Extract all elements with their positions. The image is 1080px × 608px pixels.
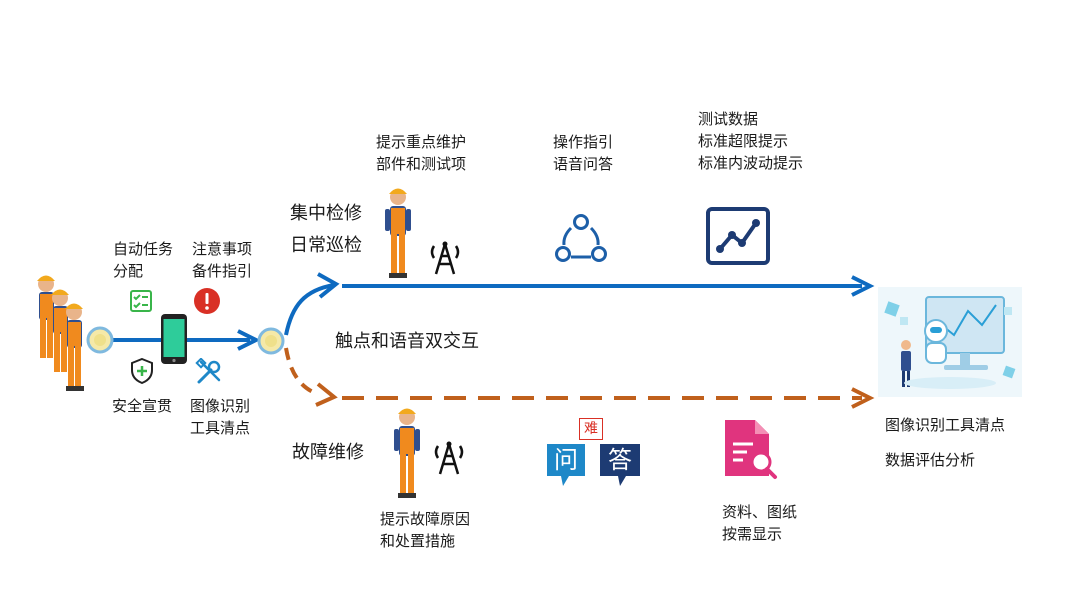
answer-bubble-text: 答 xyxy=(608,446,632,474)
guide-line-2: 语音问答 xyxy=(553,155,614,173)
top-branch-curve xyxy=(284,283,335,336)
hint-parts-line-2: 部件和测试项 xyxy=(376,155,467,173)
data-line-1: 测试数据 xyxy=(698,110,759,128)
bottom-branch-arrowhead xyxy=(851,387,875,409)
hint-fault-label: 提示故障原因 和处置措施 xyxy=(380,508,470,552)
top-branch-arrowhead xyxy=(851,275,875,297)
guide-line-1: 操作指引 xyxy=(553,133,614,151)
interaction-label: 触点和语音双交互 xyxy=(335,331,479,352)
top-branch-curve-arrowhead xyxy=(317,272,340,299)
top-branch-label-1: 集中检修 xyxy=(290,203,362,224)
hint-parts-label: 提示重点维护 部件和测试项 xyxy=(376,131,466,175)
bottom-branch-label: 故障维修 xyxy=(292,442,364,463)
phone-icon xyxy=(161,314,187,364)
notice-line-2: 备件指引 xyxy=(192,262,253,280)
warning-icon xyxy=(194,288,220,314)
image-check-line-2: 工具清点 xyxy=(190,419,251,437)
result-line-2: 数据评估分析 xyxy=(885,451,976,469)
image-check-label: 图像识别 工具清点 xyxy=(190,395,250,439)
notice-line-1: 注意事项 xyxy=(192,240,253,258)
docs-line-1: 资料、图纸 xyxy=(722,503,798,521)
task-assign-line-2: 分配 xyxy=(113,262,144,280)
signal-tower-icon xyxy=(430,241,460,275)
shield-icon xyxy=(131,358,153,384)
hint-fault-line-2: 和处置措施 xyxy=(380,532,456,550)
image-check-line-1: 图像识别 xyxy=(190,397,251,415)
hint-fault-line-1: 提示故障原因 xyxy=(380,510,471,528)
answer-bubble-icon xyxy=(600,444,640,486)
result-line-1: 图像识别工具清点 xyxy=(885,416,1006,434)
question-bubble-icon xyxy=(547,444,585,486)
question-bubble-text: 问 xyxy=(554,446,578,474)
safety-label: 安全宣贯 xyxy=(112,397,173,415)
start-node xyxy=(86,326,114,354)
line-chart-icon xyxy=(706,207,770,265)
guide-label: 操作指引 语音问答 xyxy=(553,131,613,175)
main-flow-arrowhead xyxy=(237,329,261,351)
bottom-branch-curve xyxy=(284,347,319,396)
task-assign-label: 自动任务 分配 xyxy=(113,238,173,282)
notice-label: 注意事项 备件指引 xyxy=(192,238,252,282)
checklist-icon xyxy=(130,290,152,312)
branch-node xyxy=(257,327,285,355)
hint-parts-line-1: 提示重点维护 xyxy=(376,133,467,151)
difficulty-badge-text: 难 xyxy=(584,421,598,437)
docs-label: 资料、图纸 按需显示 xyxy=(722,501,797,545)
data-line-2: 标准超限提示 xyxy=(698,132,789,150)
task-assign-line-1: 自动任务 xyxy=(113,240,174,258)
tools-icon xyxy=(195,358,221,384)
ai-analysis-illustration xyxy=(878,287,1022,397)
top-branch-label-2: 日常巡检 xyxy=(290,235,362,256)
document-search-icon xyxy=(725,420,777,479)
worker-icon xyxy=(385,188,411,278)
bottom-branch-curve-arrowhead xyxy=(315,382,338,407)
result-label: 图像识别工具清点 数据评估分析 xyxy=(885,408,1005,478)
worker-group-icon xyxy=(37,275,84,391)
docs-line-2: 按需显示 xyxy=(722,525,783,543)
data-line-3: 标准内波动提示 xyxy=(698,154,804,172)
share-network-icon xyxy=(555,214,607,262)
worker-icon xyxy=(394,408,420,498)
difficulty-badge: 难 xyxy=(579,418,603,440)
data-prompt-label: 测试数据 标准超限提示 标准内波动提示 xyxy=(698,108,803,174)
signal-tower-icon xyxy=(434,441,464,475)
top-branch-label: 集中检修 日常巡检 xyxy=(290,198,362,262)
